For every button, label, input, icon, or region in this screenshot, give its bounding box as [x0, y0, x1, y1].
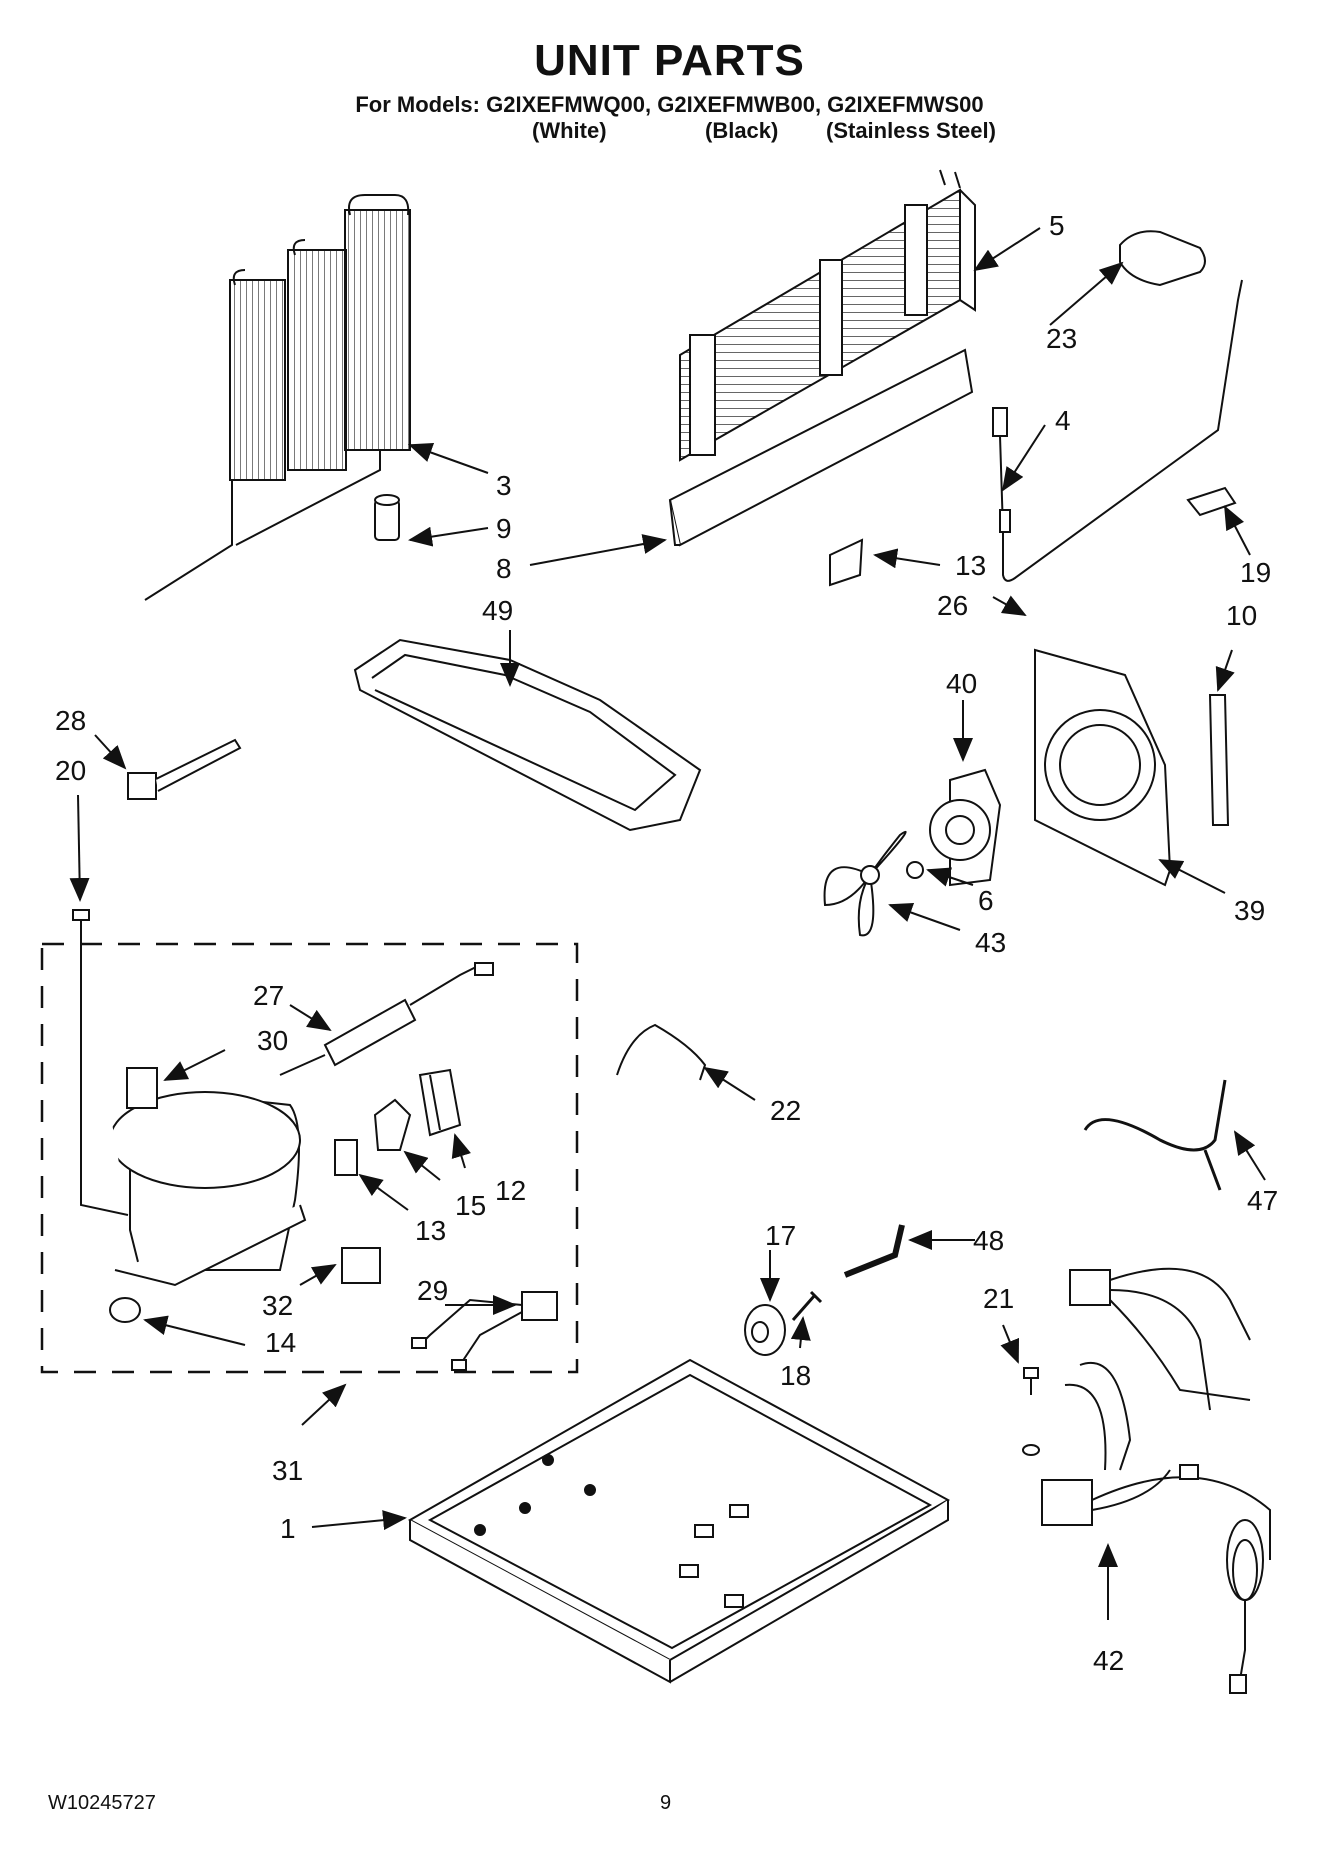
relay-cover [418, 1068, 462, 1137]
clip-part [829, 538, 864, 587]
callout-5: 5 [1049, 210, 1065, 241]
wire-harness-small [411, 1291, 558, 1371]
base-frame [407, 1358, 951, 1684]
fan-blade [823, 830, 907, 937]
compressor-kit-outline [40, 942, 579, 1374]
thermistor-wire [992, 279, 1243, 582]
nut-part [906, 861, 924, 879]
cap-part [1119, 230, 1206, 287]
callout-40: 40 [946, 668, 977, 699]
relay-part [373, 1098, 412, 1151]
callout-49: 49 [482, 595, 513, 626]
callout-48: 48 [973, 1225, 1004, 1256]
screw-part [72, 909, 90, 945]
gasket-strip [1208, 694, 1230, 826]
callout-23: 26 [937, 590, 968, 621]
drain-tube [1083, 1079, 1227, 1191]
tube-part [843, 1224, 905, 1278]
filter-drier [279, 962, 494, 1076]
grommet-part [109, 1297, 141, 1323]
fan-motor [929, 768, 1002, 887]
variant-black: (Black) [705, 118, 779, 143]
callout-15: 15 [455, 1190, 486, 1221]
callout-6: 6 [978, 885, 994, 916]
callout-labels: 3 9 8 49 5 23 4 13 19 26 10 40 28 20 6 3… [55, 210, 1278, 1676]
overload-part [126, 1067, 158, 1109]
callout-26: 22 [770, 1095, 801, 1126]
compressor [80, 945, 307, 1287]
page-number: 9 [660, 1792, 672, 1814]
harness-screw [1022, 1367, 1040, 1456]
callout-32: 32 [262, 1290, 293, 1321]
cable-tie [127, 738, 242, 800]
roller-wheel [744, 1304, 786, 1356]
callout-31: 30 [257, 1025, 288, 1056]
callout-3: 3 [496, 470, 512, 501]
drain-trough [668, 348, 974, 547]
bracket-clip [1186, 486, 1237, 517]
callout-17: 17 [765, 1220, 796, 1251]
fan-shroud [1034, 648, 1172, 887]
callout-47: 47 [1247, 1185, 1278, 1216]
roller-pin [791, 1290, 823, 1321]
callout-7: 8 [496, 553, 512, 584]
callout-43: 43 [975, 927, 1006, 958]
page-title: UNIT PARTS [534, 36, 805, 85]
variant-stainless: (Stainless Steel) [826, 118, 996, 143]
callout-27: 29 [417, 1275, 448, 1306]
leader-arrows [69, 227, 1266, 1620]
callout-14: 14 [265, 1327, 296, 1358]
callout-13: 13 [415, 1215, 446, 1246]
callout-20: 20 [55, 755, 86, 786]
callout-18: 18 [780, 1360, 811, 1391]
document-number: W10245727 [48, 1792, 156, 1814]
callout-29: 27 [253, 980, 284, 1011]
callout-4: 4 [1055, 405, 1071, 436]
callout-8: 13 [955, 550, 986, 581]
models-line: For Models: G2IXEFMWQ00, G2IXEFMWB00, G2… [355, 92, 984, 117]
callout-42: 42 [1093, 1645, 1124, 1676]
callout-28: 31 [272, 1455, 303, 1486]
callout-22: 23 [1046, 323, 1077, 354]
callout-12: 12 [495, 1175, 526, 1206]
spacer-part [374, 494, 400, 541]
drain-pan [353, 638, 702, 832]
wire-clip [616, 1023, 707, 1081]
callout-9: 9 [496, 513, 512, 544]
callout-39: 39 [1234, 895, 1265, 926]
callout-30: 28 [55, 705, 86, 736]
callout-21: 21 [983, 1283, 1014, 1314]
callout-1: 1 [280, 1513, 296, 1544]
main-wire-harness [1041, 1267, 1271, 1694]
callout-10: 10 [1226, 600, 1257, 631]
variant-white: (White) [532, 118, 607, 143]
condenser-coil [144, 194, 411, 601]
callout-19: 19 [1240, 557, 1271, 588]
evaporator-coil [679, 169, 976, 462]
terminal-connector [334, 1139, 358, 1176]
capacitor-part [341, 1247, 381, 1284]
